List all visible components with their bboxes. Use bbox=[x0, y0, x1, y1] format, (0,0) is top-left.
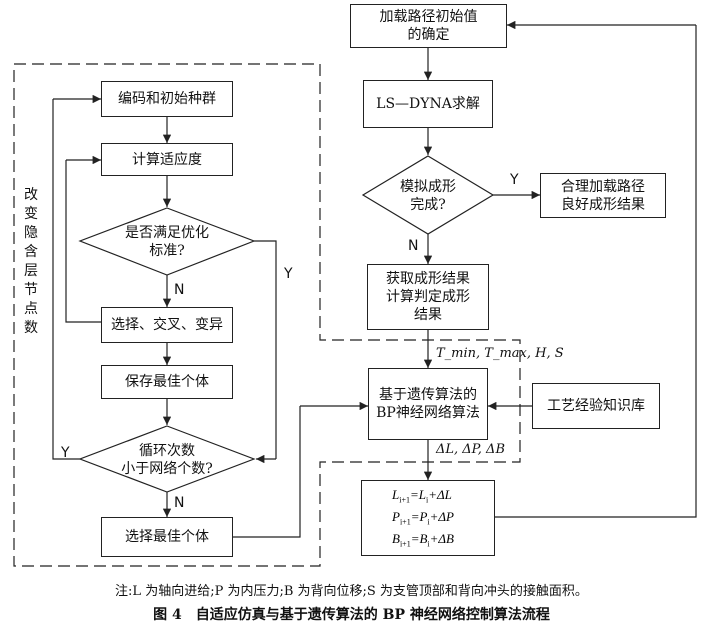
ls-dyna-label: LS—DYNA求解 bbox=[376, 96, 480, 112]
outputs-label: T_min, T_max, H, S bbox=[436, 346, 564, 361]
init-path-line-2: 的确定 bbox=[407, 27, 450, 43]
good-result-box: 合理加载路径 良好成形结果 bbox=[540, 173, 666, 218]
update-equations-box bbox=[361, 480, 495, 556]
loop-check-line-2: 小于网络个数? bbox=[121, 461, 213, 477]
deltas-label: ΔL, ΔP, ΔB bbox=[436, 442, 505, 457]
meet-criteria-yes-label: Y bbox=[284, 266, 293, 282]
good-result-line-1: 合理加载路径 bbox=[561, 178, 645, 195]
init-path-box: 加载路径初始值 的确定 bbox=[350, 4, 507, 48]
init-path-line-1: 加载路径初始值 bbox=[379, 9, 478, 25]
sim-done-line-1: 模拟成形 bbox=[400, 179, 456, 195]
loop-check-yes-label: Y bbox=[61, 445, 70, 461]
figure-caption: 图 4 自适应仿真与基于遗传算法的 BP 神经网络控制算法流程 bbox=[153, 607, 550, 623]
sim-done-text: 模拟成形 完成? bbox=[363, 176, 493, 216]
ga-bp-line-1: 基于遗传算法的 bbox=[379, 387, 477, 403]
get-result-line-1: 获取成形结果 bbox=[386, 271, 470, 287]
ga-bp-line-2: BP神经网络算法 bbox=[376, 405, 480, 421]
equation-b: Bi+1=Bi+ΔB bbox=[392, 531, 454, 549]
select-best-label: 选择最佳个体 bbox=[125, 529, 209, 545]
ls-dyna-box: LS—DYNA求解 bbox=[363, 80, 493, 128]
meet-criteria-line-2: 标准? bbox=[149, 243, 185, 259]
calc-fitness-box: 计算适应度 bbox=[101, 143, 233, 176]
knowledge-base-box: 工艺经验知识库 bbox=[532, 383, 660, 429]
encode-init-label: 编码和初始种群 bbox=[118, 91, 216, 107]
change-hidden-nodes-label: 改变隐含层节点数 bbox=[24, 187, 38, 336]
get-result-box: 获取成形结果 计算判定成形 结果 bbox=[367, 264, 489, 330]
select-cross-mutate-label: 选择、交叉、变异 bbox=[111, 317, 223, 333]
loop-check-text: 循环次数 小于网络个数? bbox=[97, 440, 237, 480]
sim-done-yes-label: Y bbox=[510, 172, 519, 188]
equation-l: Li+1=Li+ΔL bbox=[392, 487, 452, 505]
select-best-box: 选择最佳个体 bbox=[101, 517, 233, 557]
meet-criteria-no-label: N bbox=[174, 282, 185, 298]
sim-done-line-2: 完成? bbox=[410, 197, 446, 213]
meet-criteria-text: 是否满足优化 标准? bbox=[97, 222, 237, 262]
meet-criteria-line-1: 是否满足优化 bbox=[125, 225, 209, 241]
sim-done-no-label: N bbox=[408, 238, 419, 254]
good-result-line-2: 良好成形结果 bbox=[561, 196, 645, 213]
calc-fitness-label: 计算适应度 bbox=[132, 151, 202, 168]
save-best-box: 保存最佳个体 bbox=[101, 365, 233, 399]
select-cross-mutate-box: 选择、交叉、变异 bbox=[101, 307, 233, 343]
loop-check-line-1: 循环次数 bbox=[139, 443, 195, 459]
loop-check-no-label: N bbox=[174, 495, 185, 511]
ga-bp-box: 基于遗传算法的 BP神经网络算法 bbox=[368, 368, 488, 440]
equation-p: Pi+1=Pi+ΔP bbox=[392, 509, 454, 527]
knowledge-base-label: 工艺经验知识库 bbox=[547, 398, 645, 414]
get-result-line-3: 结果 bbox=[414, 307, 442, 323]
encode-init-box: 编码和初始种群 bbox=[101, 81, 233, 117]
dashed-region-ga bbox=[13, 63, 521, 567]
figure-note: 注:L 为轴向进给;P 为内压力;B 为背向位移;S 为支管顶部和背向冲头的接触… bbox=[115, 584, 588, 599]
save-best-label: 保存最佳个体 bbox=[125, 374, 209, 390]
get-result-line-2: 计算判定成形 bbox=[386, 289, 470, 305]
